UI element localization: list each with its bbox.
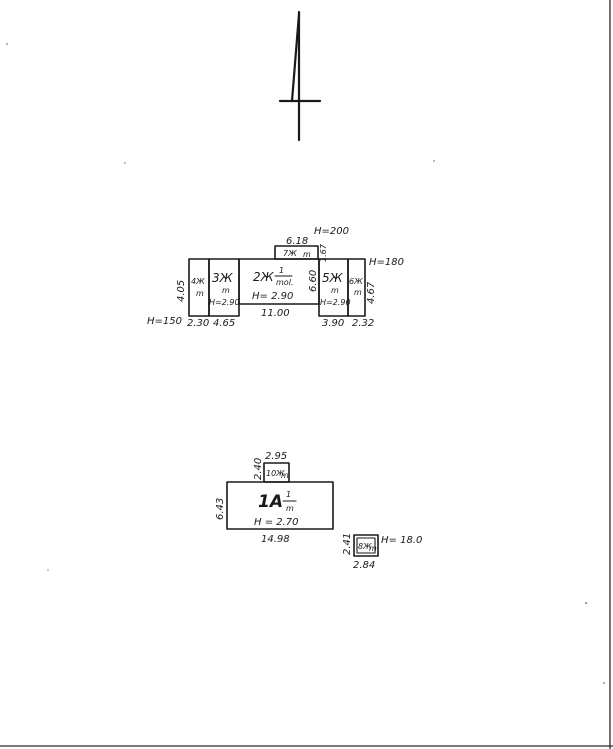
b3-dim-height: H= 18.0: [381, 535, 422, 546]
dim-bottom-right-2: 2.32: [352, 318, 374, 329]
scan-speck: [433, 160, 435, 162]
b3-dim-side: 2.41: [342, 533, 353, 555]
room-3-fraction-den: m: [222, 286, 230, 295]
building-2: 2.95 2.40 6.43 14.98 10Ж m 1А 1 m H = 2.…: [215, 451, 334, 545]
room-1-outline: [226, 481, 334, 530]
room-4-fraction-den: m: [196, 289, 204, 298]
room-10-label: 10Ж: [266, 469, 285, 478]
room-2-fraction-den: mol.: [276, 278, 293, 287]
dim-h-right: H=180: [369, 257, 404, 268]
b3-dim-bottom: 2.84: [353, 560, 375, 571]
dim-left-side: 4.05: [176, 280, 187, 302]
b2-dim-ext-side: 2.40: [253, 458, 264, 480]
room-8-outline: [353, 534, 379, 557]
room-3-height: H=2.90: [209, 298, 240, 307]
building-3: 8Ж m H= 18.0 2.84 2.41: [342, 533, 422, 571]
room-5-label: 5Ж: [322, 271, 344, 285]
room-2-height: H= 2.90: [252, 291, 293, 302]
dim-h-top: H=200: [314, 226, 349, 237]
scan-speck: [585, 602, 587, 604]
b2-dim-bottom: 14.98: [261, 534, 290, 545]
room-8-label: 8Ж: [358, 542, 372, 551]
dim-top-ext: 6.18: [286, 236, 308, 247]
building-1: 6.18 H=200 H=180 H=150 4.05 6.60 1.67 4.…: [147, 226, 404, 329]
room-10-fraction-den: m: [281, 471, 289, 480]
scan-speck: [124, 162, 126, 164]
room-1-label: 1А: [258, 492, 283, 512]
room-1-fraction-den: m: [286, 504, 294, 513]
dim-bottom-main: 11.00: [261, 308, 290, 319]
dim-right-side: 4.67: [366, 281, 377, 304]
room-6-outline: [347, 258, 366, 317]
scan-speck: [603, 682, 605, 684]
room-7-label: 7Ж: [283, 249, 297, 258]
dim-bottom-left-1: 2.30: [187, 318, 209, 329]
room-5-height: H=2.90: [320, 298, 351, 307]
room-6-label: 6Ж: [349, 277, 363, 286]
scan-speck: [6, 43, 8, 45]
room-1-fraction-num: 1: [286, 490, 291, 499]
dim-inner-v-top: 1.67: [319, 243, 328, 262]
room-8-fraction-den: m: [369, 544, 377, 553]
b2-dim-side: 6.43: [215, 498, 226, 520]
room-7-fraction-den: m: [303, 250, 311, 259]
dim-bottom-right-1: 3.90: [322, 318, 344, 329]
room-4-outline: [188, 258, 210, 317]
dim-inner-v-main: 6.60: [308, 270, 319, 292]
room-5-fraction-den: m: [331, 286, 339, 295]
dim-h-left: H=150: [147, 316, 182, 327]
north-arrow-icon: [278, 10, 322, 142]
room-2-fraction-num: 1: [279, 266, 284, 275]
room-4-label: 4Ж: [191, 277, 205, 286]
room-6-fraction-den: m: [354, 288, 362, 297]
room-3-label: 3Ж: [212, 271, 234, 285]
b2-dim-ext-top: 2.95: [265, 451, 287, 462]
dim-bottom-left-2: 4.65: [213, 318, 235, 329]
room-1-height: H = 2.70: [254, 517, 299, 528]
room-8-inner-outline: [356, 537, 376, 554]
scan-speck: [47, 569, 49, 571]
room-2-label: 2Ж: [253, 270, 275, 284]
